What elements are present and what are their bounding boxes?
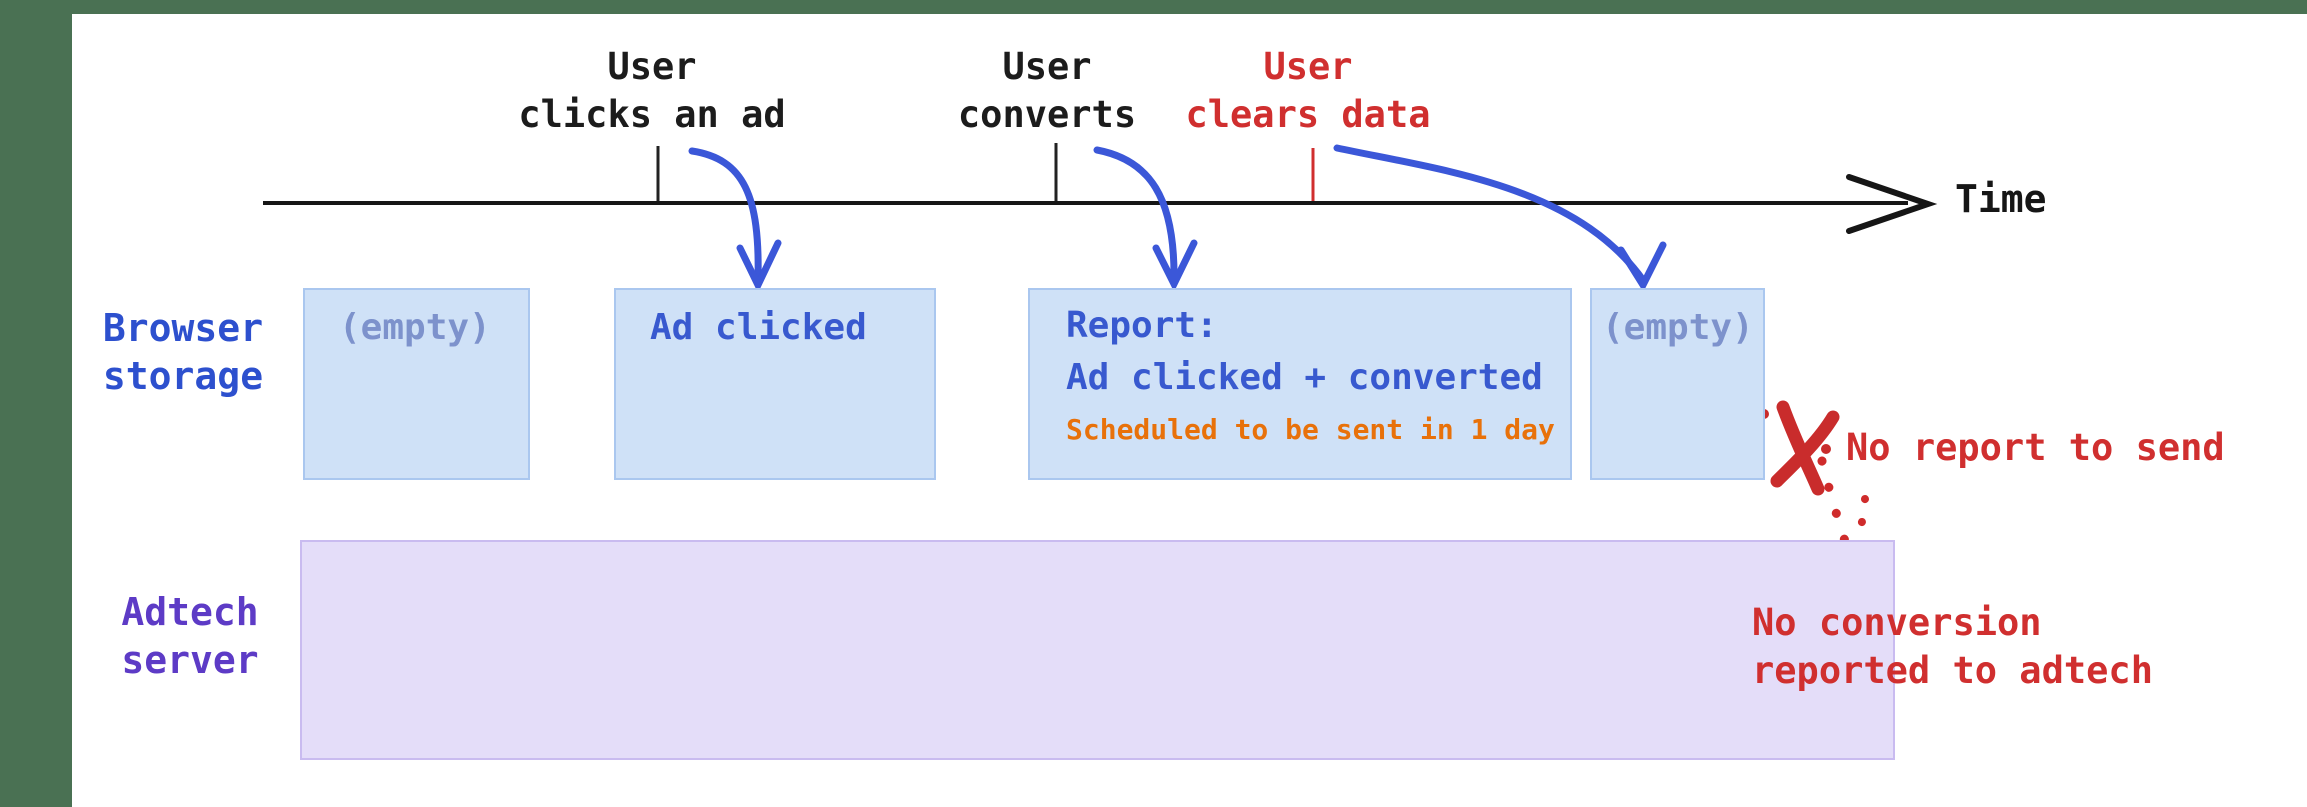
event-label-user-clears-data: User clears data [1185, 43, 1430, 139]
arrow-convert-head-icon [1152, 239, 1198, 292]
event-line2: clears data [1185, 93, 1431, 136]
browser-storage-line1: Browser [102, 306, 264, 350]
timeline-arrowhead-icon [1846, 174, 1938, 234]
left-frame-strip [0, 0, 72, 807]
report-schedule-note: Scheduled to be sent in 1 day [1066, 413, 1555, 446]
arrow-click-head-icon [736, 239, 782, 294]
arrow-clear-head-icon [1617, 241, 1667, 293]
arrow-convert-to-report [1093, 146, 1178, 284]
browser-storage-line2: storage [102, 354, 264, 398]
storage-box-empty-2: (empty) [1590, 288, 1765, 480]
arrow-click-to-storage [688, 147, 762, 284]
adtech-server-line1: Adtech [121, 590, 259, 634]
event-line2: clicks an ad [518, 93, 786, 136]
blue-arrows-group [688, 144, 1667, 294]
storage-box-text: Ad clicked [650, 307, 867, 348]
event-line1: User [1002, 45, 1092, 88]
event-line1: User [607, 45, 697, 88]
storage-box-ad-clicked: Ad clicked [614, 288, 936, 480]
x-mark-icon [1770, 400, 1840, 496]
report-subtitle: Ad clicked + converted [1066, 357, 1543, 398]
adtech-server-box [300, 540, 1895, 760]
dotted-arrow-icon [1817, 456, 1869, 564]
storage-box-text: (empty) [339, 307, 491, 348]
adtech-server-line2: server [121, 638, 259, 682]
browser-storage-label: Browser storage [103, 304, 263, 400]
time-axis-label: Time [1955, 177, 2047, 221]
event-label-user-converts: User converts [958, 43, 1136, 139]
event-line2: converts [957, 93, 1137, 136]
storage-box-report: Report: Ad clicked + converted Scheduled… [1028, 288, 1572, 480]
adtech-server-label: Adtech server [121, 588, 258, 684]
no-conversion-line2: reported to adtech [1752, 649, 2153, 692]
event-line1: User [1263, 45, 1353, 88]
event-label-user-clicks: User clicks an ad [518, 43, 785, 139]
storage-box-empty-1: (empty) [303, 288, 530, 480]
report-title: Report: [1066, 305, 1218, 346]
storage-box-text: (empty) [1602, 307, 1754, 348]
no-conversion-line1: No conversion [1752, 601, 2042, 644]
no-conversion-annotation: No conversion reported to adtech [1752, 599, 2153, 695]
top-frame-strip [0, 0, 2307, 14]
no-report-annotation: No report to send [1846, 426, 2225, 469]
x-mark-dot [1821, 444, 1831, 454]
arrow-clear-to-empty [1333, 144, 1647, 284]
